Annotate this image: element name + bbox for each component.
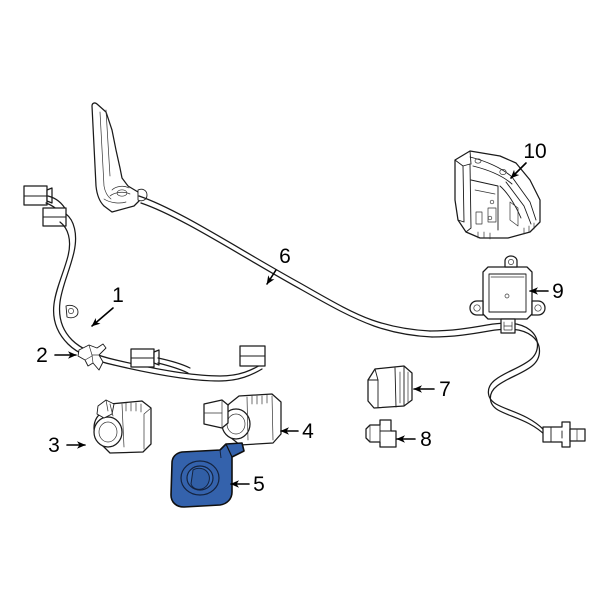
callout-number-10: 10 bbox=[523, 140, 546, 163]
callout-number-8: 8 bbox=[420, 428, 432, 451]
callout-numbers: 1 2 3 4 5 6 7 8 9 10 bbox=[36, 140, 564, 496]
harness-connector-large bbox=[367, 365, 413, 409]
harness-connector-small bbox=[365, 419, 397, 448]
sensor-retainer-highlighted bbox=[170, 442, 245, 508]
callout-leaders bbox=[54, 162, 549, 488]
callout-number-7: 7 bbox=[439, 378, 451, 401]
callout-number-3: 3 bbox=[48, 434, 60, 457]
parking-sensor-a bbox=[93, 399, 152, 454]
callout-number-6: 6 bbox=[279, 245, 291, 268]
harness-end-connector bbox=[542, 421, 586, 448]
callout-number-2: 2 bbox=[36, 344, 48, 367]
park-assist-control-module bbox=[469, 255, 546, 334]
callout-number-4: 4 bbox=[302, 420, 314, 443]
retainer-clip bbox=[77, 343, 107, 371]
callout-number-5: 5 bbox=[253, 473, 265, 496]
front-wire-harness bbox=[23, 185, 266, 382]
callout-number-1: 1 bbox=[112, 284, 124, 307]
parking-sensor-b bbox=[203, 393, 282, 446]
main-wire-harness bbox=[138, 195, 547, 437]
callout-number-9: 9 bbox=[552, 280, 564, 303]
